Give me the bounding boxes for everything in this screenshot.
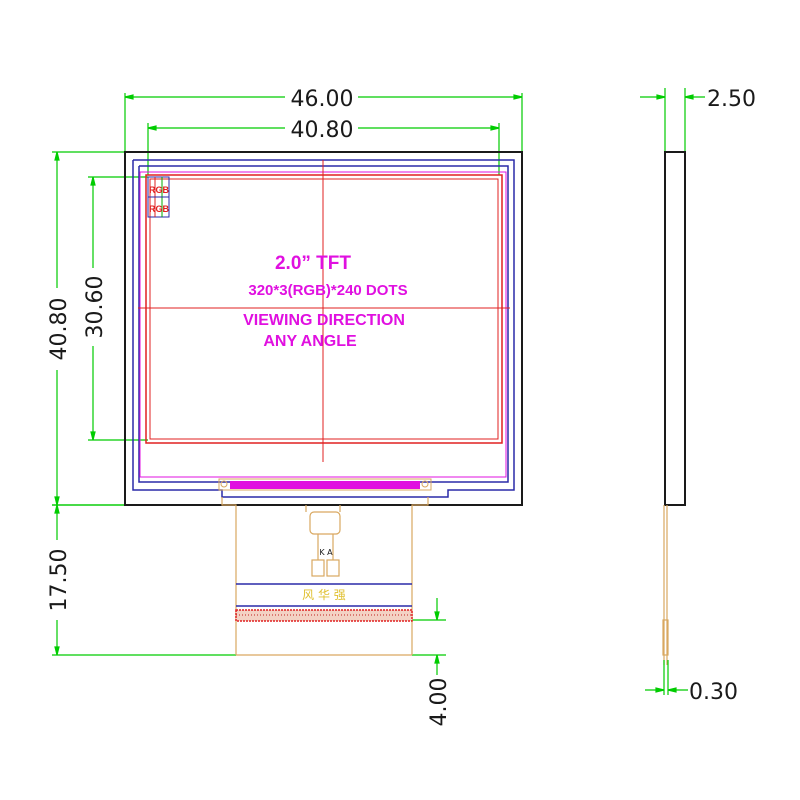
dim-fpc-thickness [645,660,688,695]
viewing-direction-text: VIEWING DIRECTION [243,312,405,329]
dim-thickness [640,88,705,152]
dim-outer-height-label: 40.80 [47,298,72,361]
module-outline [124,151,523,506]
dim-fpc-step [412,598,446,675]
fpc-connector [218,478,432,491]
pixel-label-row2: RGB [149,204,170,214]
bezel-outline [132,159,515,498]
led-component [309,511,341,577]
pin-label: K A [319,548,333,557]
dim-fpc-thickness-label: 0.30 [689,680,738,705]
panel-size-text: 2.0” TFT [275,253,351,274]
pixel-marker: RGB RGB [147,176,170,218]
visual-area [149,178,499,440]
panel-resolution-text: 320*3(RGB)*240 DOTS [248,282,407,299]
any-angle-text: ANY ANGLE [263,333,357,350]
dim-fpc-step-label: 4.00 [427,678,452,727]
dim-outer-width-label: 46.00 [291,87,354,112]
side-view-module [664,151,686,506]
dim-active-height-label: 30.60 [83,276,108,339]
side-view-fpc [662,505,669,665]
stiffener-text: 风 华 强 [302,588,346,602]
dim-outer-width [124,93,523,152]
dim-active-width-label: 40.80 [291,118,354,143]
dim-fpc-length-label: 17.50 [47,549,72,612]
pixel-label-row1: RGB [149,185,170,195]
active-area [145,174,503,444]
dim-fpc-length [52,504,236,656]
dim-active-height [88,176,148,441]
dim-thickness-label: 2.50 [707,87,756,112]
fpc-tail [221,497,429,656]
